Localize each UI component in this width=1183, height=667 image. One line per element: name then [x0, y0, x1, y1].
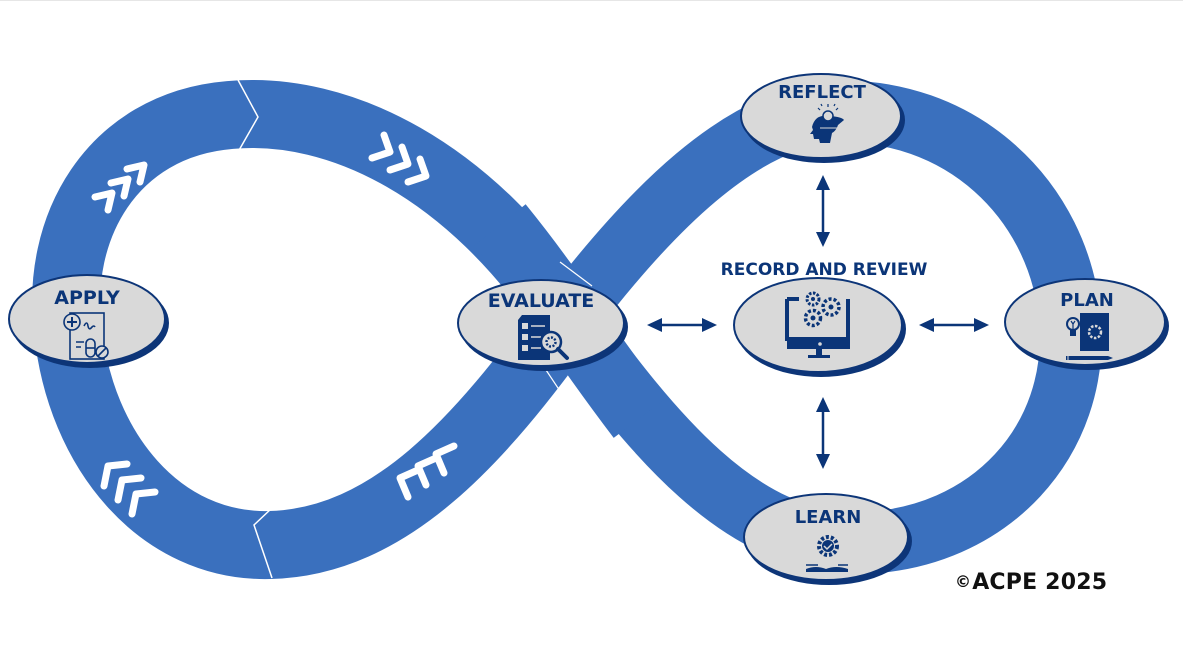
node-label-learn: LEARN	[795, 507, 862, 528]
node-record-review[interactable]	[733, 277, 903, 373]
node-label-plan: PLAN	[1060, 290, 1114, 311]
center-title-record-review: RECORD AND REVIEW	[721, 260, 928, 280]
arrows	[647, 175, 989, 469]
checklist-magnifier-icon	[518, 315, 569, 360]
node-apply[interactable]: APPLY	[8, 274, 166, 364]
node-label-apply: APPLY	[54, 287, 120, 309]
chevrons-up-right	[91, 161, 148, 214]
copyright-text: ACPE 2025	[972, 570, 1108, 595]
gear-book-icon	[806, 535, 848, 572]
segment-notch-bottom	[253, 507, 273, 579]
copyright-notice: ©ACPE 2025	[955, 570, 1107, 595]
prescription-icon	[63, 312, 109, 360]
node-evaluate[interactable]: EVALUATE	[457, 279, 625, 367]
node-label-reflect: REFLECT	[778, 82, 866, 103]
lightbulb-document-gear-icon	[1066, 313, 1113, 360]
arrow-record-reflect	[816, 175, 830, 247]
crossing-divider-bottom	[545, 369, 567, 401]
arrow-record-learn	[816, 397, 830, 469]
chevrons-down-right	[368, 131, 430, 186]
arrow-record-evaluate	[647, 318, 717, 332]
node-learn[interactable]: LEARN	[743, 493, 909, 581]
copyright-symbol: ©	[955, 572, 972, 591]
chevrons-up-left	[100, 460, 159, 518]
node-reflect[interactable]: REFLECT	[740, 73, 902, 159]
segment-notch-top	[237, 79, 259, 153]
node-label-evaluate: EVALUATE	[488, 290, 595, 312]
node-plan[interactable]: PLAN	[1004, 278, 1166, 366]
top-border-line	[0, 0, 1183, 1]
head-lightbulb-icon	[810, 103, 844, 143]
monitor-gears-icon	[785, 291, 850, 358]
crossing-divider-top	[559, 261, 593, 287]
chevrons-down-left	[396, 442, 458, 501]
arrow-record-plan	[919, 318, 989, 332]
